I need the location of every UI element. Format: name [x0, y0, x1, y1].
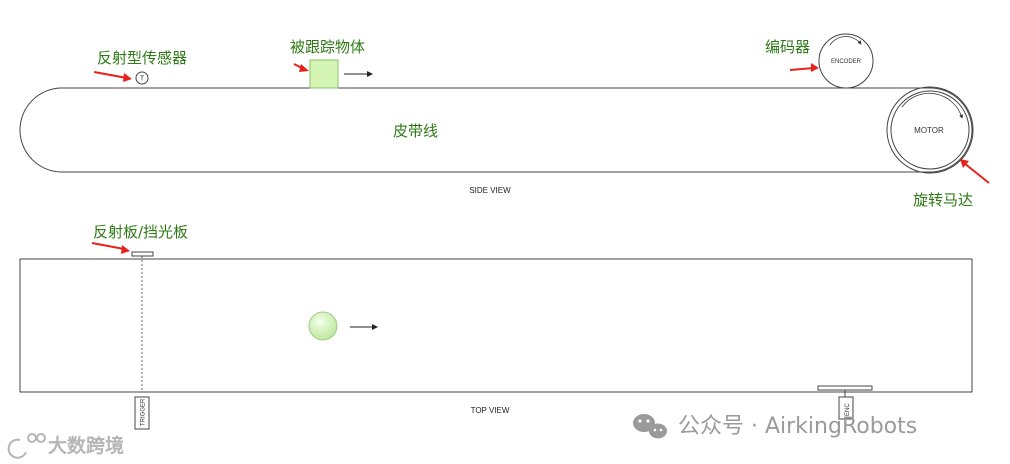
motor: MOTOR	[886, 86, 974, 174]
label-belt: 皮带线	[393, 122, 438, 140]
watermark-right-text: 公众号 · AirkingRobots	[678, 414, 917, 439]
side-view-label: SIDE VIEW	[469, 186, 511, 195]
sensor-symbol: T	[140, 76, 145, 83]
reflector-plate	[131, 251, 154, 257]
watermark-left-logo-icon	[7, 433, 46, 459]
label-reflector: 反射板/挡光板	[93, 223, 188, 241]
label-motor: 旋转马达	[913, 191, 973, 209]
label-sensor: 反射型传感器	[97, 49, 187, 67]
encoder-top-view: ENC	[817, 385, 873, 420]
belt-top-view	[19, 258, 973, 393]
reflective-sensor: T	[135, 71, 149, 85]
belt-loop	[19, 87, 973, 173]
wechat-icon	[633, 414, 667, 439]
motor-text: MOTOR	[914, 126, 944, 135]
red-pointer-arrows-side	[93, 63, 990, 184]
watermark-left-text: 大数跨境	[48, 434, 124, 457]
tracked-object-ball	[308, 311, 338, 341]
watermark-right: 公众号 · AirkingRobots	[633, 414, 917, 439]
label-encoder: 编码器	[765, 38, 810, 56]
top-view-label: TOP VIEW	[471, 406, 510, 415]
red-pointer-arrow-top	[91, 242, 130, 254]
encoder: ENCODER	[818, 33, 874, 89]
trigger-sensor: TRIGGER	[134, 396, 150, 430]
watermark-left: 大数跨境	[7, 433, 124, 459]
tracked-object-box	[309, 59, 339, 89]
encoder-text: ENCODER	[831, 59, 862, 65]
enc-text: ENC	[845, 403, 851, 416]
label-tracked-object: 被跟踪物体	[290, 38, 365, 56]
trigger-text: TRIGGER	[141, 398, 147, 426]
